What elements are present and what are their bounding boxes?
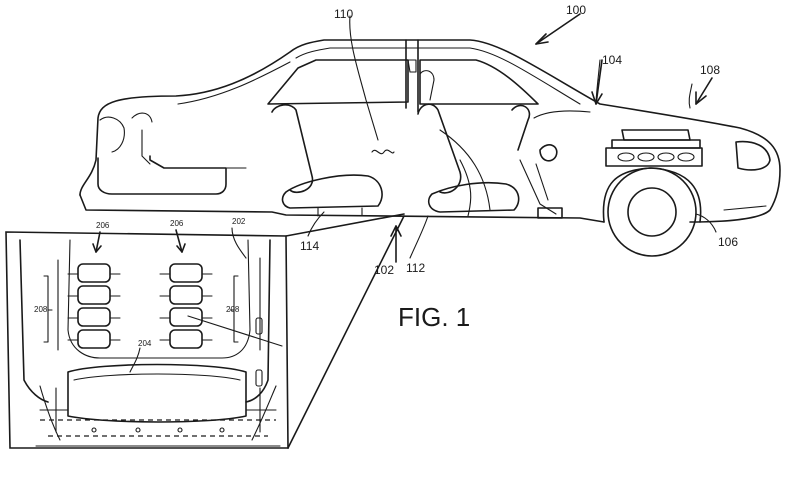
ref-204: 204 xyxy=(138,339,152,348)
figure-caption: FIG. 1 xyxy=(398,302,470,332)
ref-202: 202 xyxy=(232,217,246,226)
ref-104: 104 xyxy=(602,53,622,67)
ref-110: 110 xyxy=(334,7,353,21)
ref-206-left: 206 xyxy=(96,221,110,230)
leader-lines-vehicle xyxy=(307,13,717,263)
ref-112: 112 xyxy=(406,261,425,275)
ref-100: 100 xyxy=(566,3,586,17)
reference-numerals: 100 110 104 108 106 114 102 112 206 206 … xyxy=(34,3,738,348)
ref-206-right: 206 xyxy=(170,219,184,228)
vehicle-side-view xyxy=(79,39,781,257)
ref-114: 114 xyxy=(300,239,319,253)
ref-208-left: 208 xyxy=(34,305,48,314)
pad-group-left xyxy=(67,263,121,349)
ref-208-right: 208 xyxy=(226,305,240,314)
ref-108: 108 xyxy=(700,63,720,77)
ref-102: 102 xyxy=(374,263,394,277)
detail-inset xyxy=(5,213,405,449)
pad-group-right xyxy=(159,263,213,349)
ref-106: 106 xyxy=(718,235,738,249)
